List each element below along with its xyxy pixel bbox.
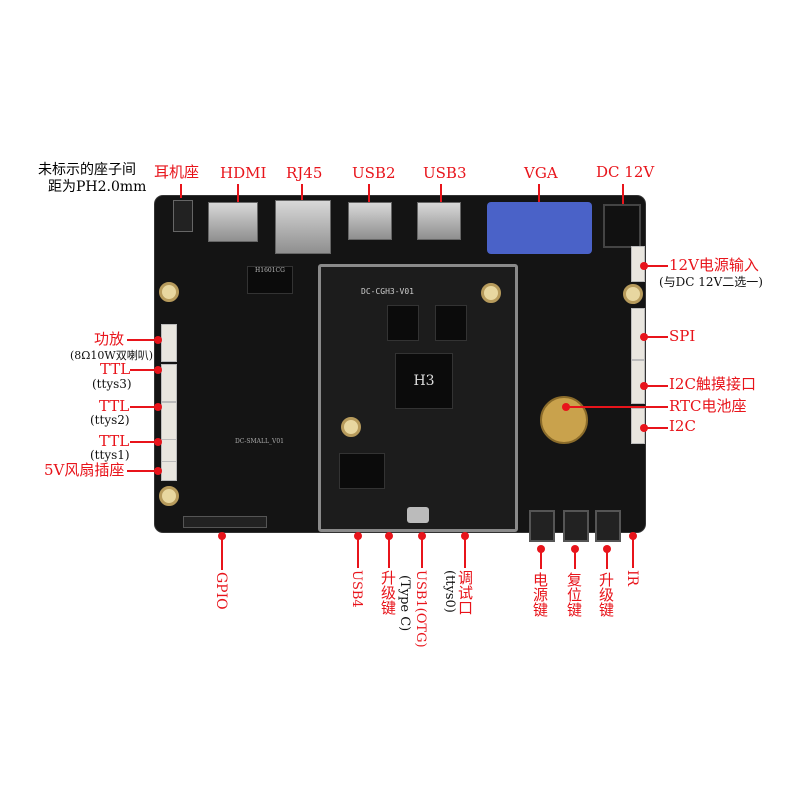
core-module: DC-CGH3-V01 H3 bbox=[318, 264, 518, 532]
leader-line bbox=[644, 385, 668, 387]
leader-line bbox=[464, 536, 466, 568]
label-upgrade-key-2: 升级键 bbox=[597, 572, 615, 617]
label-gpio: GPIO bbox=[213, 572, 229, 610]
leader-line bbox=[130, 406, 157, 408]
label-vga: VGA bbox=[524, 164, 558, 182]
ram-chip bbox=[387, 305, 419, 341]
label-ttl2-sub: (ttys2) bbox=[90, 413, 130, 427]
label-12v-input-sub: (与DC 12V二选一) bbox=[659, 275, 763, 289]
leader-line bbox=[130, 441, 157, 443]
leader-line bbox=[127, 470, 157, 472]
label-amp-sub: (8Ω10W双喇叭) bbox=[70, 349, 154, 362]
ttl3-connector bbox=[161, 364, 177, 402]
rj45-chip: H1601CG bbox=[247, 266, 293, 294]
vga-port bbox=[487, 202, 592, 254]
fan-connector bbox=[161, 461, 177, 481]
leader-line bbox=[368, 184, 370, 202]
label-power-key: 电源键 bbox=[531, 572, 549, 617]
audio-jack bbox=[173, 200, 193, 232]
mount-hole bbox=[623, 284, 643, 304]
amp-connector bbox=[161, 324, 177, 362]
reset-button[interactable] bbox=[563, 510, 589, 542]
label-ttl3-sub: (ttys3) bbox=[92, 377, 132, 391]
gpio-header bbox=[183, 516, 267, 528]
leader-line bbox=[357, 536, 359, 568]
label-usb2: USB2 bbox=[352, 164, 396, 182]
note-line1: 未标示的座子间 bbox=[38, 162, 136, 178]
leader-line bbox=[301, 184, 303, 200]
leader-line bbox=[644, 265, 668, 267]
leader-line bbox=[606, 549, 608, 569]
leader-line bbox=[388, 536, 390, 568]
leader-line bbox=[574, 549, 576, 569]
leader-dot bbox=[154, 467, 162, 475]
board-name: DC-SMALL_V01 bbox=[235, 438, 284, 445]
leader-dot bbox=[154, 366, 162, 374]
note-line2: 距为PH2.0mm bbox=[48, 179, 147, 195]
power-button[interactable] bbox=[529, 510, 555, 542]
leader-line bbox=[440, 184, 442, 202]
label-amp: 功放 bbox=[94, 330, 125, 348]
usb3-port bbox=[417, 202, 461, 240]
leader-line bbox=[622, 184, 624, 204]
mount-hole bbox=[481, 283, 501, 303]
leader-line bbox=[130, 369, 157, 371]
label-usb1: USB1(OTG) bbox=[413, 570, 428, 648]
leader-dot bbox=[154, 438, 162, 446]
soc-chip: H3 bbox=[395, 353, 453, 409]
leader-line bbox=[538, 184, 540, 202]
usb2-port bbox=[348, 202, 392, 240]
label-headphone-jack: 耳机座 bbox=[154, 163, 200, 181]
label-12v-input: 12V电源输入 bbox=[669, 256, 759, 274]
dc-jack bbox=[603, 204, 641, 248]
label-dc12v: DC 12V bbox=[596, 163, 655, 181]
label-ttl2: TTL bbox=[99, 397, 130, 415]
leader-line bbox=[566, 406, 668, 408]
label-fan: 5V风扇插座 bbox=[44, 461, 125, 479]
label-hdmi: HDMI bbox=[220, 164, 267, 182]
leader-line bbox=[540, 549, 542, 569]
label-i2c-touch: I2C触摸接口 bbox=[669, 375, 756, 393]
label-ttl3: TTL bbox=[100, 360, 131, 378]
leader-line bbox=[180, 184, 182, 198]
mount-hole bbox=[341, 417, 361, 437]
leader-line bbox=[644, 336, 668, 338]
rj45-port bbox=[275, 200, 331, 254]
ram-chip bbox=[435, 305, 467, 341]
label-ttl1-sub: (ttys1) bbox=[90, 448, 130, 462]
leader-line bbox=[221, 536, 223, 570]
label-debug-sub: (ttys0) bbox=[442, 570, 457, 613]
emmc-chip bbox=[339, 453, 385, 489]
label-usb3: USB3 bbox=[423, 164, 467, 182]
label-ir: IR bbox=[624, 570, 640, 587]
label-upgrade-key-1: 升级键 bbox=[379, 570, 397, 615]
ttl2-connector bbox=[161, 402, 177, 440]
label-usb4: USB4 bbox=[349, 570, 364, 608]
leader-line bbox=[644, 427, 668, 429]
label-debug: 调试口 bbox=[456, 570, 474, 615]
core-label: DC-CGH3-V01 bbox=[361, 287, 414, 296]
leader-line bbox=[421, 536, 423, 568]
leader-line bbox=[127, 339, 157, 341]
mount-hole bbox=[159, 486, 179, 506]
hdmi-port bbox=[208, 202, 258, 242]
usb-typec-port bbox=[407, 507, 429, 523]
leader-line bbox=[632, 536, 634, 568]
label-ttl1: TTL bbox=[99, 432, 130, 450]
upgrade-button[interactable] bbox=[595, 510, 621, 542]
leader-line bbox=[237, 184, 239, 202]
mount-hole bbox=[159, 282, 179, 302]
label-spi: SPI bbox=[669, 327, 696, 345]
label-reset-key: 复位键 bbox=[565, 572, 583, 617]
label-i2c: I2C bbox=[669, 417, 696, 435]
leader-dot bbox=[154, 336, 162, 344]
label-usb1-sub: (Type C) bbox=[397, 575, 412, 632]
leader-dot bbox=[154, 403, 162, 411]
label-rtc: RTC电池座 bbox=[669, 397, 747, 415]
label-rj45: RJ45 bbox=[286, 164, 323, 182]
